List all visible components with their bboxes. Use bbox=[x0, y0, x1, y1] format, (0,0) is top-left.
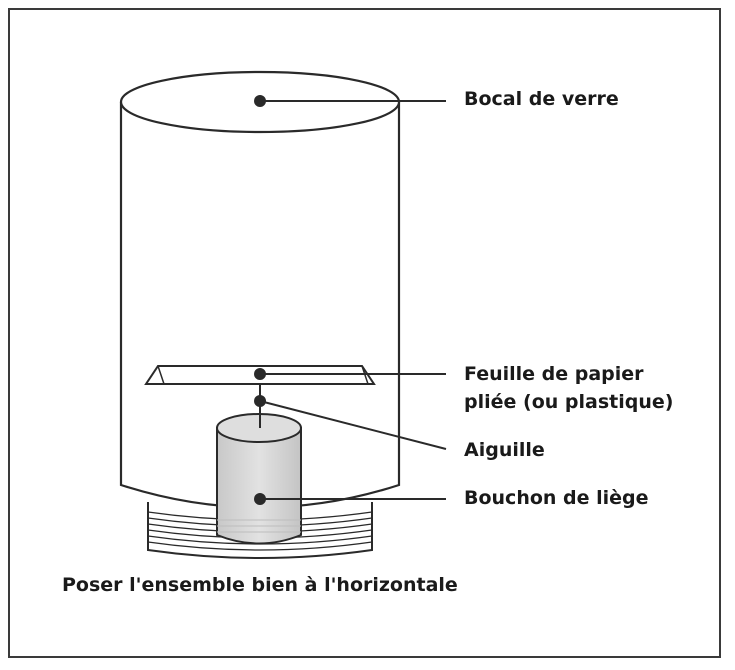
leader-lines bbox=[254, 95, 447, 505]
cork bbox=[216, 413, 302, 545]
label-bocal: Bocal de verre bbox=[464, 88, 619, 110]
label-feuille-line1: Feuille de papier bbox=[464, 363, 644, 385]
label-feuille-line2: pliée (ou plastique) bbox=[464, 391, 674, 413]
label-bouchon: Bouchon de liège bbox=[464, 487, 649, 509]
label-aiguille: Aiguille bbox=[464, 439, 545, 461]
diagram-frame bbox=[8, 8, 721, 658]
caption: Poser l'ensemble bien à l'horizontale bbox=[62, 574, 458, 596]
